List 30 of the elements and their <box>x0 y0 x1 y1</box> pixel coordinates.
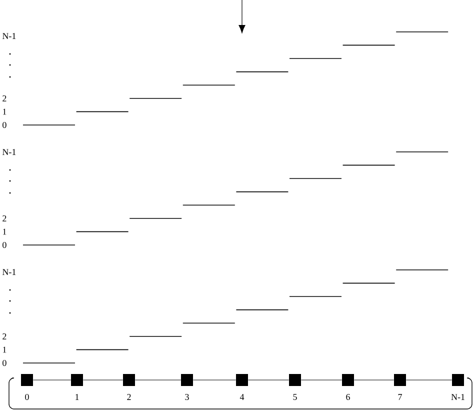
node-square <box>394 374 406 386</box>
node-square <box>342 374 354 386</box>
node-square <box>452 374 464 386</box>
level-label: 0 <box>2 242 6 248</box>
level-label: 0 <box>2 360 6 366</box>
node-number: 3 <box>185 394 189 400</box>
level-label: 1 <box>3 228 6 235</box>
level-label: 0 <box>2 122 6 128</box>
level-label: N-1 <box>2 269 16 275</box>
node-square <box>289 374 301 386</box>
level-label: 2 <box>2 95 6 102</box>
level-label: 2 <box>2 333 6 340</box>
node-square <box>21 374 33 386</box>
node-square <box>236 374 248 386</box>
node-number: 4 <box>240 394 244 400</box>
node-number: N-1 <box>451 394 464 400</box>
node-number: 0 <box>25 394 29 400</box>
node-square <box>71 374 83 386</box>
node-number: 1 <box>76 394 79 400</box>
level-label: 2 <box>2 215 6 222</box>
node-number: 7 <box>398 394 402 400</box>
node-number: 2 <box>127 394 131 400</box>
node-number: 5 <box>293 394 297 400</box>
node-square <box>181 374 193 386</box>
level-label: 1 <box>3 108 6 115</box>
level-label: N-1 <box>2 149 16 155</box>
node-number: 6 <box>346 394 350 400</box>
level-label: 1 <box>3 346 6 353</box>
node-square <box>123 374 135 386</box>
level-label: N-1 <box>2 33 16 39</box>
